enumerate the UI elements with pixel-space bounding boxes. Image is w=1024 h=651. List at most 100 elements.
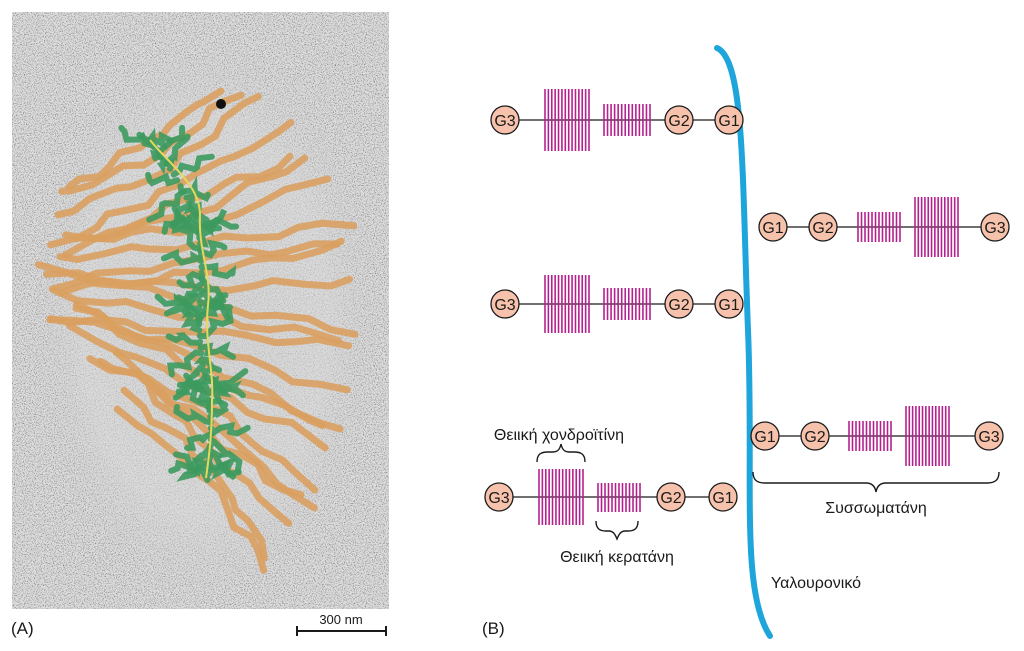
micrograph-core-green (118, 124, 251, 483)
svg-text:G1: G1 (718, 297, 739, 314)
aggrecan-monomer-5: G1 G2 G3 (750, 406, 1004, 466)
svg-text:G3: G3 (984, 220, 1005, 237)
svg-text:G3: G3 (978, 429, 999, 446)
core-fuzz (173, 451, 211, 483)
g2-domain: G2 (664, 289, 694, 319)
chondroitin-sulfate-chains (538, 469, 584, 525)
chondroitin-sulfate-label: Θειική χονδροϊτίνη (494, 427, 624, 444)
aggrecan-brace (752, 471, 1000, 493)
keratan-sulfate-chains (857, 212, 901, 242)
side-chain-branch (204, 476, 268, 574)
core-fuzz (171, 219, 204, 253)
core-fuzz (202, 395, 229, 420)
core-fuzz (197, 239, 228, 259)
g2-domain: G2 (664, 105, 694, 135)
chondroitin-sulfate-chains (914, 197, 959, 257)
core-fuzz (204, 368, 249, 397)
hyaluronan-label: Υαλουρονικό (771, 575, 861, 592)
side-chain-branch (62, 225, 201, 243)
side-chain-branch (73, 180, 183, 243)
side-chain-branch (205, 461, 268, 562)
g2-domain: G2 (808, 212, 838, 242)
micrograph-dot (216, 99, 226, 109)
svg-text:G2: G2 (668, 297, 689, 314)
aggrecan-label: Συσσωματάνη (825, 500, 927, 517)
side-chain-branch (198, 237, 345, 277)
side-chain-branch (205, 402, 319, 494)
g1-domain: G1 (758, 212, 788, 242)
svg-text:G3: G3 (488, 490, 509, 507)
aggrecan-monomer-2: G3 G2 G1 (490, 275, 744, 333)
keratan-sulfate-chains (603, 104, 651, 136)
panel-a-micrograph: 300 nm (A) (11, 12, 389, 638)
micrograph-core-filament (149, 139, 214, 479)
core-fuzz (193, 356, 223, 374)
side-chain-branch (196, 219, 358, 247)
aggrecan-monomer-3: G3 G2 G1 (484, 469, 738, 525)
side-chain-branch (58, 151, 164, 195)
core-fuzz (170, 153, 215, 178)
core-fuzz (147, 127, 175, 150)
panel-b-diagram: G3 G2 G1 G3 G2 G1 G3 G2 G1 G1 (482, 45, 1010, 639)
scale-bar (296, 626, 387, 636)
hyaluronan-backbone (714, 45, 773, 639)
micrograph-branches-orange (34, 87, 359, 574)
svg-text:G1: G1 (718, 113, 739, 130)
keratan-sulfate-chains (603, 288, 651, 320)
svg-text:G3: G3 (494, 113, 515, 130)
keratan-sulfate-chains (848, 421, 892, 451)
g2-domain: G2 (656, 482, 686, 512)
svg-text:G2: G2 (812, 220, 833, 237)
side-chain-branch (51, 287, 203, 321)
core-fuzz (196, 308, 234, 340)
core-fuzz (205, 458, 236, 481)
g1-domain: G1 (714, 289, 744, 319)
core-fuzz (175, 293, 202, 322)
core-fuzz (145, 171, 181, 187)
side-chain-branch (197, 275, 353, 295)
panel-a-label: (A) (11, 619, 34, 638)
svg-text:G2: G2 (660, 490, 681, 507)
core-fuzz (173, 404, 214, 426)
core-fuzz (184, 430, 214, 451)
side-chain-branch (120, 386, 213, 469)
side-chain-branch (197, 343, 351, 394)
core-fuzz (180, 308, 206, 334)
g3-domain: G3 (490, 105, 520, 135)
side-chain-branch (203, 387, 329, 452)
panel-b-label: (B) (482, 619, 505, 638)
g1-domain: G1 (750, 421, 780, 451)
side-chain-branch (176, 119, 295, 188)
g3-domain: G3 (490, 289, 520, 319)
side-chain-branch (167, 93, 262, 174)
scale-bar-label: 300 nm (319, 612, 362, 627)
core-fuzz (207, 422, 251, 437)
core-fuzz (198, 262, 237, 280)
g3-domain: G3 (980, 212, 1010, 242)
side-chain-branch (48, 254, 205, 293)
core-fuzz (196, 292, 229, 328)
g2-domain: G2 (800, 421, 830, 451)
core-fuzz (160, 248, 205, 266)
core-fuzz (196, 296, 226, 312)
aggrecan-monomer-1: G3 G2 G1 (490, 89, 744, 151)
core-fuzz (167, 349, 205, 378)
side-chain-branch (189, 154, 309, 218)
core-fuzz (197, 217, 222, 248)
chondroitin-sulfate-chains (544, 275, 590, 333)
svg-text:G2: G2 (668, 113, 689, 130)
side-chain-branch (65, 136, 154, 191)
core-fuzz (163, 133, 191, 167)
svg-text:G2: G2 (804, 429, 825, 446)
core-fuzz (118, 125, 158, 149)
aggrecan-monomer-4: G1 G2 G3 (758, 197, 1010, 257)
keratan-sulfate-chains (597, 483, 641, 512)
core-fuzz (165, 332, 204, 346)
chondroitin-sulfate-chains (905, 406, 950, 466)
core-fuzz (195, 208, 228, 236)
g1-domain: G1 (708, 482, 738, 512)
svg-text:G3: G3 (494, 297, 515, 314)
svg-text:G1: G1 (712, 490, 733, 507)
svg-text:G1: G1 (754, 429, 775, 446)
